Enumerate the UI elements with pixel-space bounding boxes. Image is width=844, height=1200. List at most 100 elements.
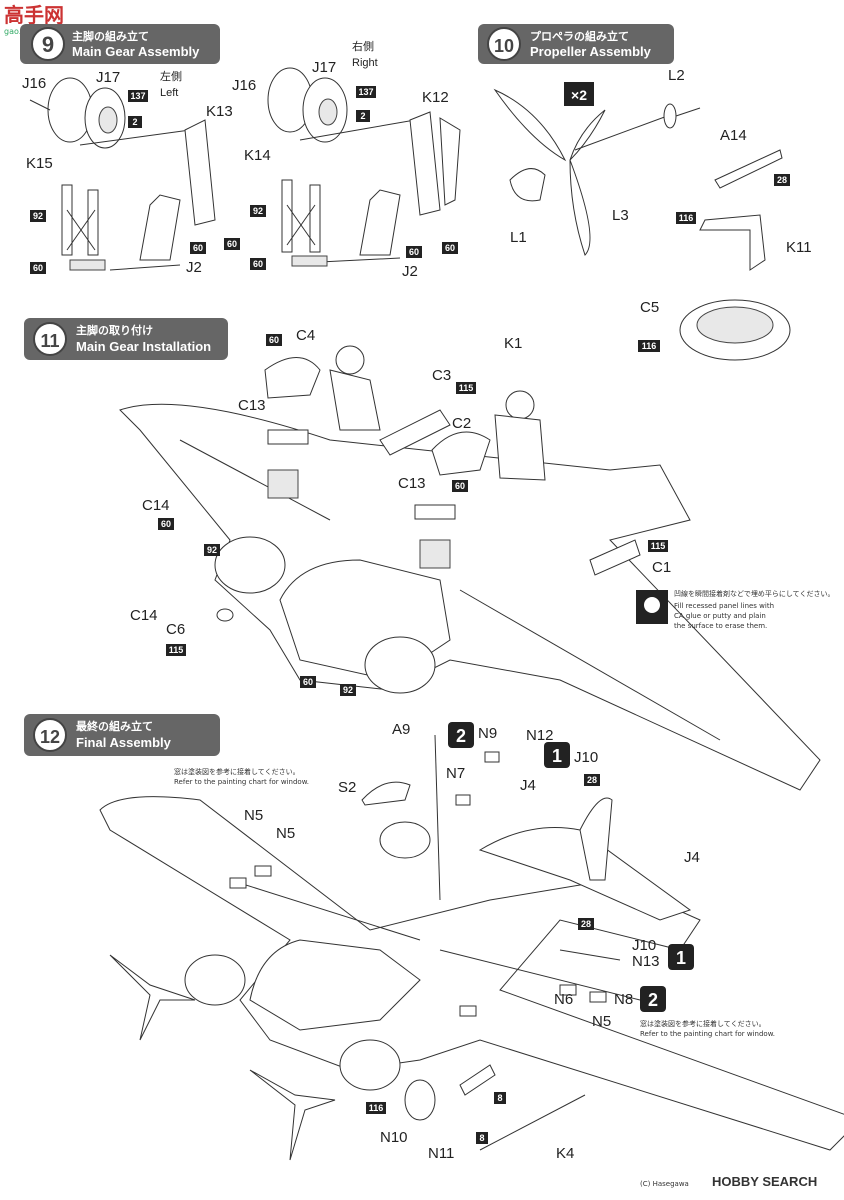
circled-marker: 2 1 1 2: [448, 722, 694, 1012]
svg-text:60: 60: [253, 259, 263, 269]
step-title-en: Main Gear Installation: [76, 339, 211, 354]
svg-text:60: 60: [445, 243, 455, 253]
part-label: N5: [592, 1013, 611, 1030]
svg-text:116: 116: [369, 1103, 384, 1113]
svg-text:60: 60: [161, 519, 171, 529]
part-label: K11: [786, 239, 812, 256]
color-code: 137 2 92 60 60 60: [30, 90, 240, 274]
part-label: J2: [186, 259, 202, 276]
watermark-text: 高手网: [4, 3, 64, 27]
part-label: S2: [338, 779, 356, 796]
part-label: K12: [422, 89, 449, 106]
part-label: C14: [130, 607, 158, 624]
part-label: C13: [398, 475, 426, 492]
svg-text:60: 60: [33, 263, 43, 273]
step-title-jp: 最終の組み立て: [76, 719, 153, 733]
part-label: K4: [556, 1145, 574, 1162]
svg-text:2: 2: [360, 111, 365, 121]
step-number: 11: [40, 331, 59, 351]
part-label: N13: [632, 953, 660, 970]
svg-text:92: 92: [207, 545, 217, 555]
left-label-jp: 左側: [160, 70, 182, 83]
color-code: 60 115 60 92 60 115 115 60 92: [158, 334, 668, 696]
part-label: K15: [26, 155, 53, 172]
part-label: A14: [720, 127, 747, 144]
svg-text:28: 28: [777, 175, 787, 185]
step-title-jp: 主脚の組み立て: [72, 29, 149, 43]
color-code: 28 28 116 8 8: [366, 774, 600, 1144]
svg-text:92: 92: [343, 685, 353, 695]
main-gear-left-diagram: 左側 Left: [29, 70, 216, 271]
copyright-text: (C) Hasegawa: [640, 1180, 689, 1188]
part-label: J17: [96, 69, 120, 86]
step-11-header: 11 主脚の取り付け Main Gear Installation: [24, 318, 228, 360]
svg-text:28: 28: [587, 775, 597, 785]
part-label: N10: [380, 1129, 408, 1146]
window-note-jp: 窓は塗装図を参考に接着してください。: [174, 767, 300, 776]
step-title-en: Propeller Assembly: [530, 44, 652, 59]
svg-text:28: 28: [581, 919, 591, 929]
svg-text:8: 8: [479, 1133, 484, 1143]
step-title-jp: プロペラの組み立て: [530, 29, 629, 43]
svg-text:2: 2: [648, 990, 658, 1010]
window-note-en: Refer to the painting chart for window.: [174, 778, 309, 786]
note-jp: 凹線を瞬間接着剤などで埋め平らにしてください。: [674, 589, 834, 598]
step-number: 12: [40, 727, 60, 747]
window-note-en: Refer to the painting chart for window.: [640, 1030, 775, 1038]
step-title-en: Main Gear Assembly: [72, 44, 200, 59]
note-en-3: the surface to erase them.: [674, 622, 767, 630]
part-label: J16: [232, 77, 256, 94]
svg-text:60: 60: [269, 335, 279, 345]
svg-text:8: 8: [497, 1093, 502, 1103]
part-label: L2: [668, 67, 685, 84]
part-label: C2: [452, 415, 471, 432]
svg-text:1: 1: [552, 746, 562, 766]
svg-text:116: 116: [642, 341, 657, 351]
footer: (C) Hasegawa HOBBY SEARCH: [640, 1174, 817, 1189]
part-label: J10: [574, 749, 598, 766]
step-number: 10: [494, 36, 514, 56]
part-label: N5: [244, 807, 263, 824]
part-label: C5: [640, 299, 659, 316]
multiplier-badge: ×2: [571, 87, 587, 103]
part-label: A9: [392, 721, 410, 738]
part-label: C14: [142, 497, 170, 514]
svg-text:116: 116: [679, 213, 694, 223]
window-note-jp: 窓は塗装図を参考に接着してください。: [640, 1019, 766, 1028]
svg-text:60: 60: [193, 243, 203, 253]
svg-text:115: 115: [169, 645, 184, 655]
putty-note: 凹線を瞬間接着剤などで埋め平らにしてください。 Fill recessed pa…: [636, 589, 834, 630]
propeller-diagram: ×2: [493, 82, 791, 361]
part-label: J4: [684, 849, 700, 866]
part-label: J4: [520, 777, 536, 794]
part-label: N9: [478, 725, 497, 742]
svg-text:137: 137: [358, 87, 373, 97]
svg-text:60: 60: [455, 481, 465, 491]
part-label: K14: [244, 147, 271, 164]
svg-text:60: 60: [303, 677, 313, 687]
part-label: C13: [238, 397, 266, 414]
svg-text:2: 2: [456, 726, 466, 746]
note-en-1: Fill recessed panel lines with: [674, 602, 774, 610]
main-gear-right-diagram: 右側 Right: [267, 39, 461, 267]
part-label: K13: [206, 103, 233, 120]
step-number: 9: [42, 32, 54, 57]
right-label-en: Right: [352, 57, 378, 69]
part-label: C4: [296, 327, 315, 344]
note-en-2: CA glue or putty and plain: [674, 612, 766, 620]
svg-text:60: 60: [409, 247, 419, 257]
color-code: 137 2 92 60 60 60: [250, 86, 458, 270]
left-label-en: Left: [160, 87, 178, 99]
part-label: N7: [446, 765, 465, 782]
aircraft-underside-diagram: [119, 345, 821, 791]
part-label: N6: [554, 991, 573, 1008]
svg-text:92: 92: [253, 206, 263, 216]
part-label: C6: [166, 621, 185, 638]
step-title-jp: 主脚の取り付け: [76, 323, 153, 337]
part-label: L1: [510, 229, 527, 246]
hobby-search-logo: HOBBY SEARCH: [712, 1174, 817, 1189]
part-label: J17: [312, 59, 336, 76]
part-label: N8: [614, 991, 633, 1008]
svg-text:137: 137: [130, 91, 145, 101]
